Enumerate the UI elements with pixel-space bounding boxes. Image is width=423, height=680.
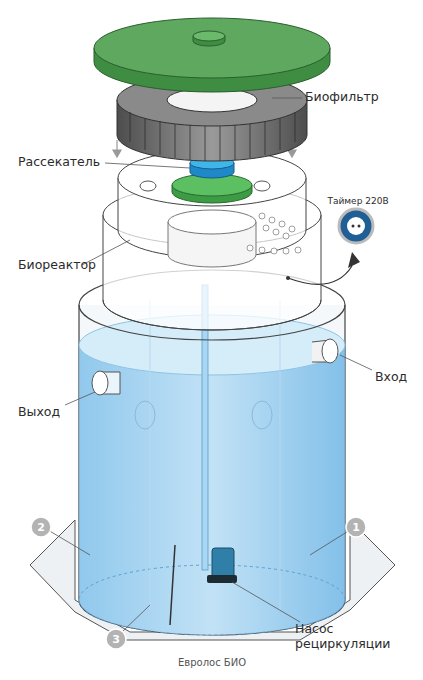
- caption: Евролос БИО: [112, 657, 312, 668]
- tank-body: [79, 305, 345, 635]
- callout-circle: 2: [30, 516, 52, 538]
- callout-number: 2: [30, 516, 52, 538]
- inner-chamber: [168, 210, 256, 234]
- recirculation-pump: [212, 548, 234, 578]
- callout-disc: [31, 517, 51, 537]
- overflow-hole: [252, 401, 272, 429]
- lid-handle: [193, 31, 225, 41]
- leader-line: [48, 98, 372, 632]
- part-label: Вход: [375, 370, 423, 385]
- callout-circle: 3: [105, 628, 127, 650]
- overflow-hole: [135, 401, 155, 429]
- part-label: Биореактор: [18, 258, 128, 273]
- part-label: Выход: [18, 405, 98, 420]
- partition-edge: [170, 545, 175, 625]
- biofilter-texture: [130, 112, 295, 161]
- plug: [348, 252, 360, 268]
- timer: [339, 209, 373, 243]
- callout-number: 3: [105, 628, 127, 650]
- cable: [288, 266, 352, 284]
- perforation: [247, 213, 301, 254]
- part-label: Биофильтр: [305, 90, 415, 105]
- callout-disc: [106, 629, 126, 649]
- callout-circle: 1: [345, 516, 367, 538]
- partition: [150, 300, 280, 610]
- part-label: Насос рециркуляции: [295, 622, 405, 651]
- part-label: Таймер 220В: [318, 196, 398, 207]
- callout-disc: [346, 517, 366, 537]
- outlet-pipe: [92, 371, 108, 395]
- callout-number: 1: [345, 516, 367, 538]
- water: [79, 345, 345, 635]
- part-label: Рассекатель: [18, 155, 128, 170]
- lid: [94, 18, 330, 78]
- inlet-pipe: [322, 339, 338, 363]
